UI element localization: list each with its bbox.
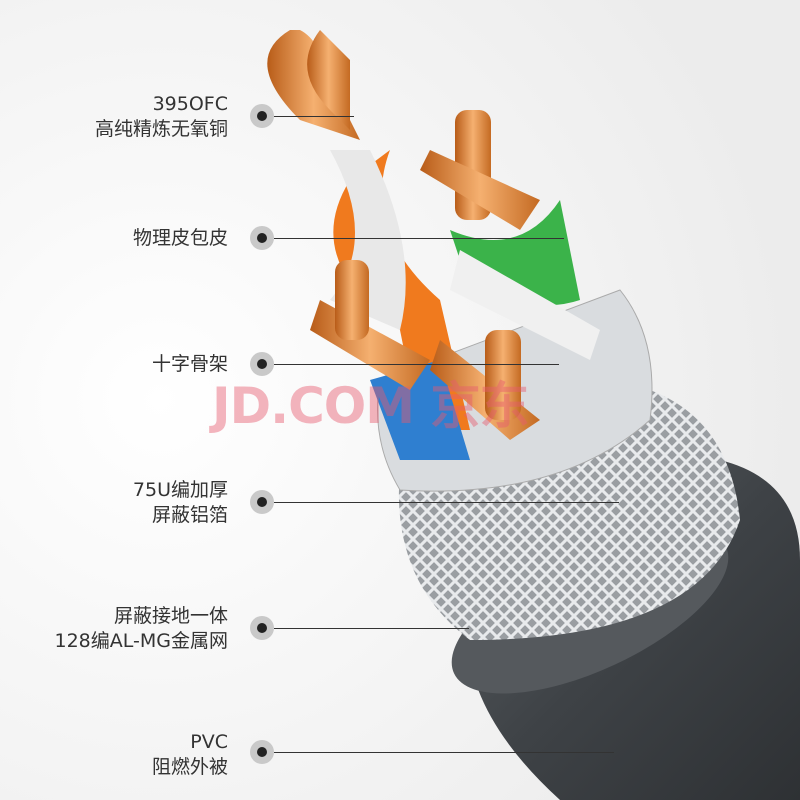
- callout-line: 屏蔽接地一体: [113, 605, 228, 627]
- callout-dot-icon: [250, 740, 274, 764]
- callout-line: 屏蔽铝箔: [151, 504, 228, 526]
- callout-line: PVC: [190, 731, 228, 753]
- callout-line: 阻燃外被: [151, 756, 228, 778]
- callout-cross-filler: 十字骨架: [152, 352, 228, 377]
- callout-line: 128编AL-MG金属网: [54, 630, 229, 652]
- callout-braid: 屏蔽接地一体 128编AL-MG金属网: [55, 604, 229, 654]
- callout-dot-icon: [250, 352, 274, 376]
- callout-dot-icon: [250, 104, 274, 128]
- callout-jacket: PVC 阻燃外被: [152, 730, 228, 780]
- callout-dot-icon: [250, 490, 274, 514]
- callout-copper: 395OFC 高纯精炼无氧铜: [95, 92, 228, 142]
- callout-insulation: 物理皮包皮: [133, 226, 228, 251]
- leader-line: [274, 502, 619, 503]
- leader-line: [274, 238, 564, 239]
- callout-line: 395OFC: [152, 93, 228, 115]
- callout-dot-icon: [250, 616, 274, 640]
- callout-line: 十字骨架: [151, 353, 228, 375]
- leader-line: [274, 116, 354, 117]
- leader-line: [274, 628, 469, 629]
- callout-line: 高纯精炼无氧铜: [94, 118, 228, 140]
- callout-foil: 75U编加厚 屏蔽铝箔: [133, 478, 228, 528]
- leader-line: [274, 752, 614, 753]
- callout-dot-icon: [250, 226, 274, 250]
- callout-line: 物理皮包皮: [132, 227, 228, 249]
- leader-line: [274, 364, 559, 365]
- watermark: JD.COM 京东: [212, 377, 529, 435]
- callout-line: 75U编加厚: [132, 479, 228, 501]
